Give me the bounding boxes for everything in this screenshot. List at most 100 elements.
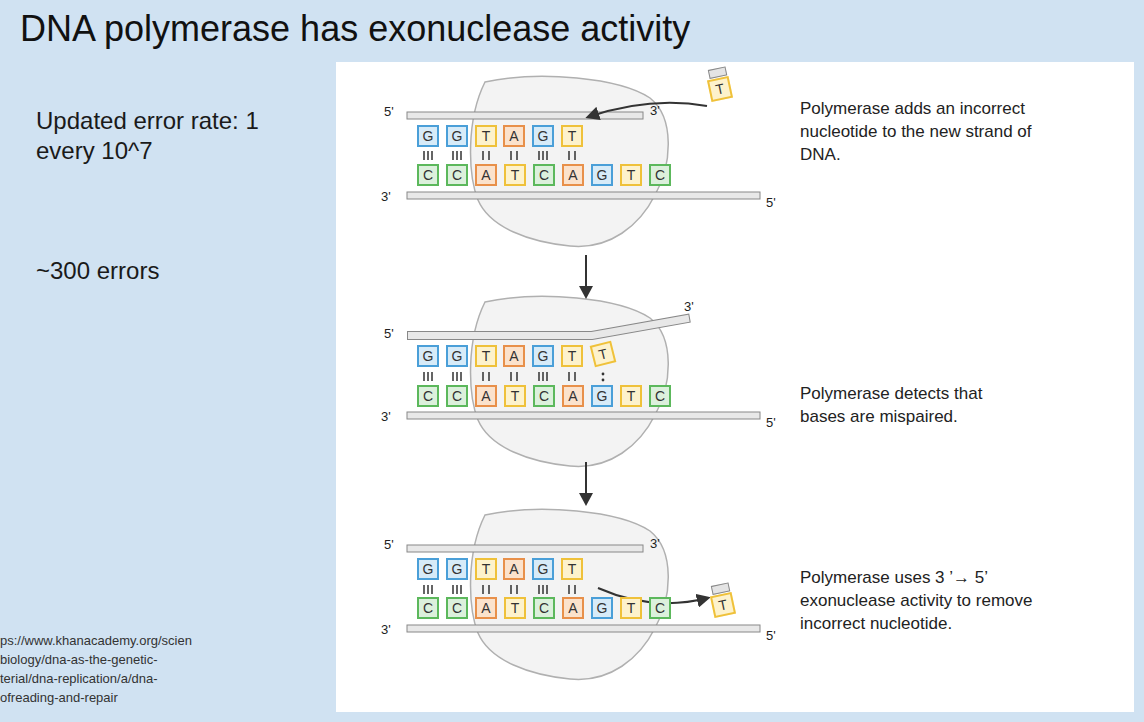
nucleotide-box: A (503, 558, 525, 580)
step-arrow-head (579, 493, 593, 506)
base-letter: G (452, 561, 463, 577)
base-letter: C (539, 167, 549, 183)
strand-end: 5' (384, 537, 394, 552)
nucleotide-box: T (504, 164, 526, 186)
nucleotide-box: C (417, 385, 439, 407)
nucleotide-box: T (475, 345, 497, 367)
nucleotide-box: A (562, 597, 584, 619)
polymerase-blob (471, 509, 669, 679)
base-letter: A (481, 600, 490, 616)
hydrogen-bonds (424, 372, 575, 381)
base-letter: T (511, 388, 520, 404)
nucleotide-box: G (532, 125, 554, 147)
source-url: ps://www.khanacademy.org/scien (0, 632, 330, 649)
dna-backbone (407, 625, 760, 632)
step-caption: Polymerase adds an incorrect nucleotide … (800, 97, 1032, 166)
nucleotide-box: G (446, 345, 468, 367)
nucleotide-box: C (417, 164, 439, 186)
nucleotide-box: C (446, 597, 468, 619)
step-arrow-head (579, 286, 593, 299)
base-letter: C (452, 167, 462, 183)
curved-arrow (588, 103, 707, 117)
base-letter: C (655, 600, 665, 616)
base-letter: G (597, 167, 608, 183)
base-letter: A (481, 167, 490, 183)
nucleotide-box: G (591, 385, 613, 407)
base-letter: A (568, 388, 577, 404)
nucleotide-box: C (533, 164, 555, 186)
strand-end: 5' (766, 195, 776, 210)
base-letter: C (539, 388, 549, 404)
strand-end: 5' (384, 104, 394, 119)
base-letter: T (627, 167, 636, 183)
nucleotide-box: A (562, 385, 584, 407)
dna-backbone (408, 318, 689, 335)
base-letter: C (423, 600, 433, 616)
step-caption: Polymerase uses 3 ’→ 5’ exonuclease acti… (800, 566, 1046, 635)
nucleotide-box: C (533, 385, 555, 407)
nucleotide-box: A (475, 597, 497, 619)
source-url: biology/dna-as-the-genetic- (0, 651, 330, 668)
nucleotide-box: C (649, 385, 671, 407)
strand-end: 3' (381, 189, 391, 204)
nucleotide-box: T (561, 345, 583, 367)
nucleotide-box: T (475, 558, 497, 580)
base-letter: C (655, 388, 665, 404)
base-letter: G (538, 348, 549, 364)
base-letter: A (509, 128, 518, 144)
nucleotide-box: T (620, 385, 642, 407)
base-letter: G (423, 128, 434, 144)
polymerase-blob (471, 296, 669, 466)
step-arrow (585, 255, 587, 288)
nucleotide-box: T (561, 558, 583, 580)
strand-end: 5' (384, 326, 394, 341)
base-letter: A (568, 167, 577, 183)
strand-end: 5' (766, 628, 776, 643)
nucleotide-box: C (446, 164, 468, 186)
base-letter: G (538, 128, 549, 144)
base-letter: G (423, 348, 434, 364)
step-arrow (585, 462, 587, 495)
base-letter: T (568, 348, 577, 364)
dna-backbone (407, 112, 643, 119)
nucleotide-box: G (446, 125, 468, 147)
base-letter: C (452, 388, 462, 404)
mispair-dot (602, 373, 605, 376)
nucleotide-box: A (475, 385, 497, 407)
hydrogen-bonds (424, 151, 575, 160)
nucleotide-box: A (503, 125, 525, 147)
strand-end: 3' (650, 103, 660, 118)
nucleotide-box: T (504, 597, 526, 619)
base-letter: T (627, 388, 636, 404)
base-letter: T (511, 600, 520, 616)
hydrogen-bonds (424, 585, 575, 594)
base-letter: C (452, 600, 462, 616)
base-letter: A (509, 561, 518, 577)
base-letter: T (627, 600, 636, 616)
polymerase-blob (471, 76, 669, 246)
nucleotide-box: G (446, 558, 468, 580)
nucleotide-box: A (562, 164, 584, 186)
base-letter: T (482, 348, 491, 364)
nucleotide-box: C (533, 597, 555, 619)
nucleotide-box: T (561, 125, 583, 147)
base-letter: C (655, 167, 665, 183)
nucleotide-box: T (504, 385, 526, 407)
nucleotide-box: G (532, 558, 554, 580)
source-url: ofreading-and-repair (0, 689, 330, 706)
nucleotide-box: T (475, 125, 497, 147)
nucleotide-box: A (503, 345, 525, 367)
base-letter: G (538, 561, 549, 577)
nucleotide-box: T (620, 164, 642, 186)
base-letter: C (423, 167, 433, 183)
nucleotide-box: C (649, 164, 671, 186)
dna-backbone (407, 318, 690, 336)
base-letter: T (597, 345, 609, 363)
figure-panel (336, 62, 1134, 712)
step-caption: Polymerase detects that bases are mispai… (800, 382, 1010, 428)
strand-end: 3' (381, 409, 391, 424)
base-letter: G (452, 128, 463, 144)
base-letter: C (539, 600, 549, 616)
base-letter: G (597, 388, 608, 404)
nucleotide-box: G (417, 558, 439, 580)
